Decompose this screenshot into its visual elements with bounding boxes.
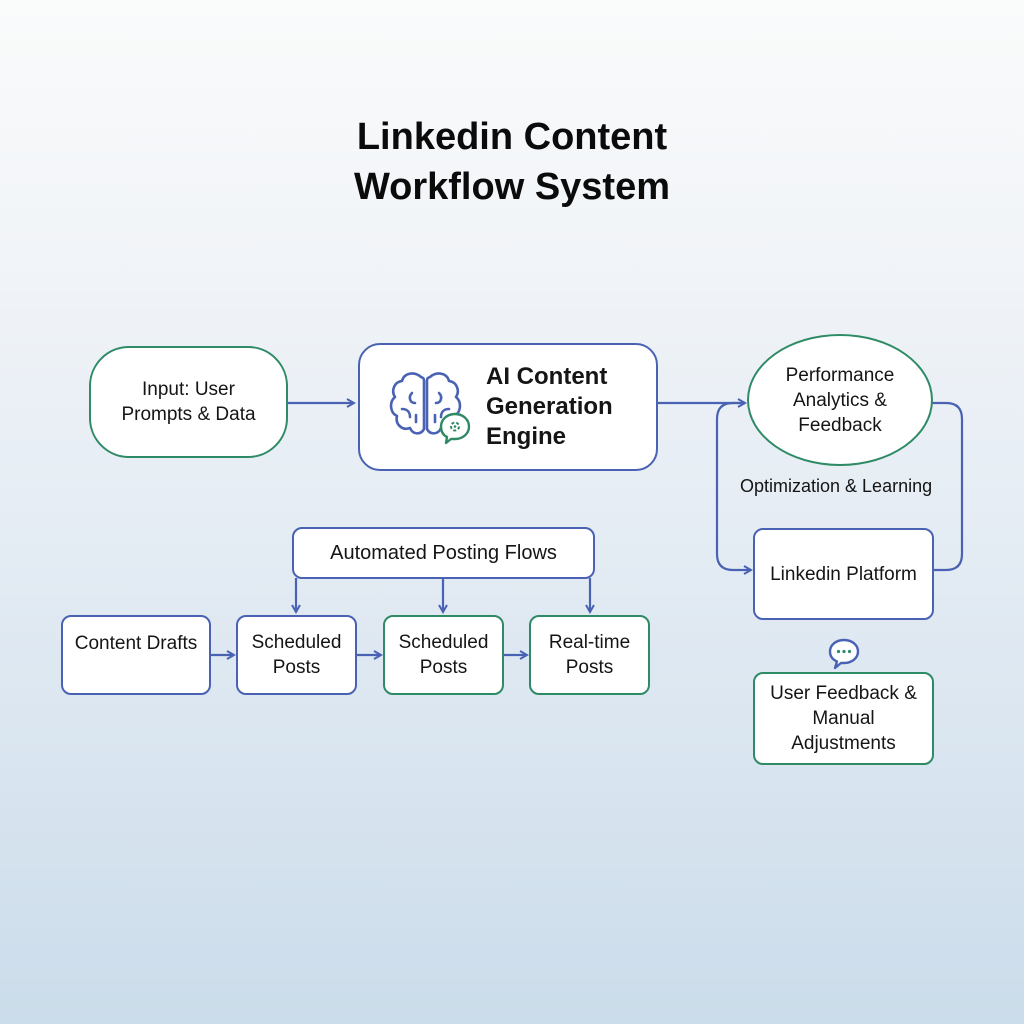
edge-label-optimization: Optimization & Learning: [740, 476, 933, 496]
node-input-label: Input: User Prompts & Data: [121, 379, 256, 425]
node-scheduled-posts-2[interactable]: Scheduled Posts: [383, 615, 504, 695]
node-user-feedback-label: User Feedback & Manual Adjustments: [770, 683, 917, 754]
diagram-title: Linkedin Content Workflow System: [0, 112, 1024, 212]
node-ai-engine[interactable]: AI Content Generation Engine: [358, 343, 658, 471]
node-linkedin-platform-label: Linkedin Platform: [770, 563, 917, 585]
node-scheduled-posts-1[interactable]: Scheduled Posts: [236, 615, 357, 695]
brain-icon: [386, 367, 476, 447]
node-user-feedback[interactable]: User Feedback & Manual Adjustments: [753, 672, 934, 765]
edge-platform-to-analytics: [932, 401, 964, 572]
node-content-drafts[interactable]: Content Drafts: [61, 615, 211, 695]
chat-bubble-icon: [438, 411, 472, 445]
node-ai-engine-label: AI Content Generation Engine: [486, 363, 613, 450]
title-line-1: Linkedin Content: [356, 116, 668, 158]
title-line-2: Workflow System: [353, 166, 671, 208]
node-performance-analytics-label: Performance Analytics & Feedback: [785, 364, 895, 436]
node-automated-posting-flows-label: Automated Posting Flows: [330, 541, 557, 564]
node-scheduled-posts-2-label: Scheduled Posts: [398, 632, 489, 678]
node-performance-analytics[interactable]: Performance Analytics & Feedback: [747, 334, 933, 466]
node-input[interactable]: Input: User Prompts & Data: [89, 346, 288, 458]
node-content-drafts-label: Content Drafts: [74, 633, 198, 654]
node-linkedin-platform[interactable]: Linkedin Platform: [753, 528, 934, 620]
speech-bubble-icon: [826, 637, 862, 671]
node-realtime-posts-label: Real-time Posts: [548, 632, 631, 678]
node-automated-posting-flows[interactable]: Automated Posting Flows: [292, 527, 595, 579]
node-realtime-posts[interactable]: Real-time Posts: [529, 615, 650, 695]
node-scheduled-posts-1-label: Scheduled Posts: [251, 632, 342, 678]
